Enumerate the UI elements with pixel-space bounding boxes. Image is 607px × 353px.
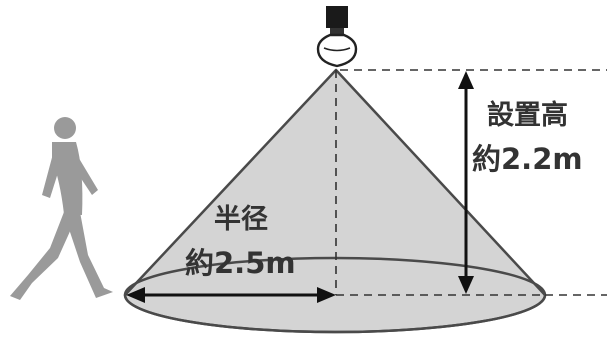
detection-radius-value: 約2.5m [185,246,296,280]
walking-person-icon [10,117,113,300]
mounting-height-label: 設置高 [487,100,568,131]
sensor-bulb-icon [316,6,358,68]
radius-arrow [126,287,336,303]
detection-cone [123,68,547,334]
height-arrow [458,71,474,294]
reference-lines [335,69,607,296]
mounting-height-value: 約2.2m [472,142,583,176]
detection-radius-label: 半径 [214,204,268,235]
